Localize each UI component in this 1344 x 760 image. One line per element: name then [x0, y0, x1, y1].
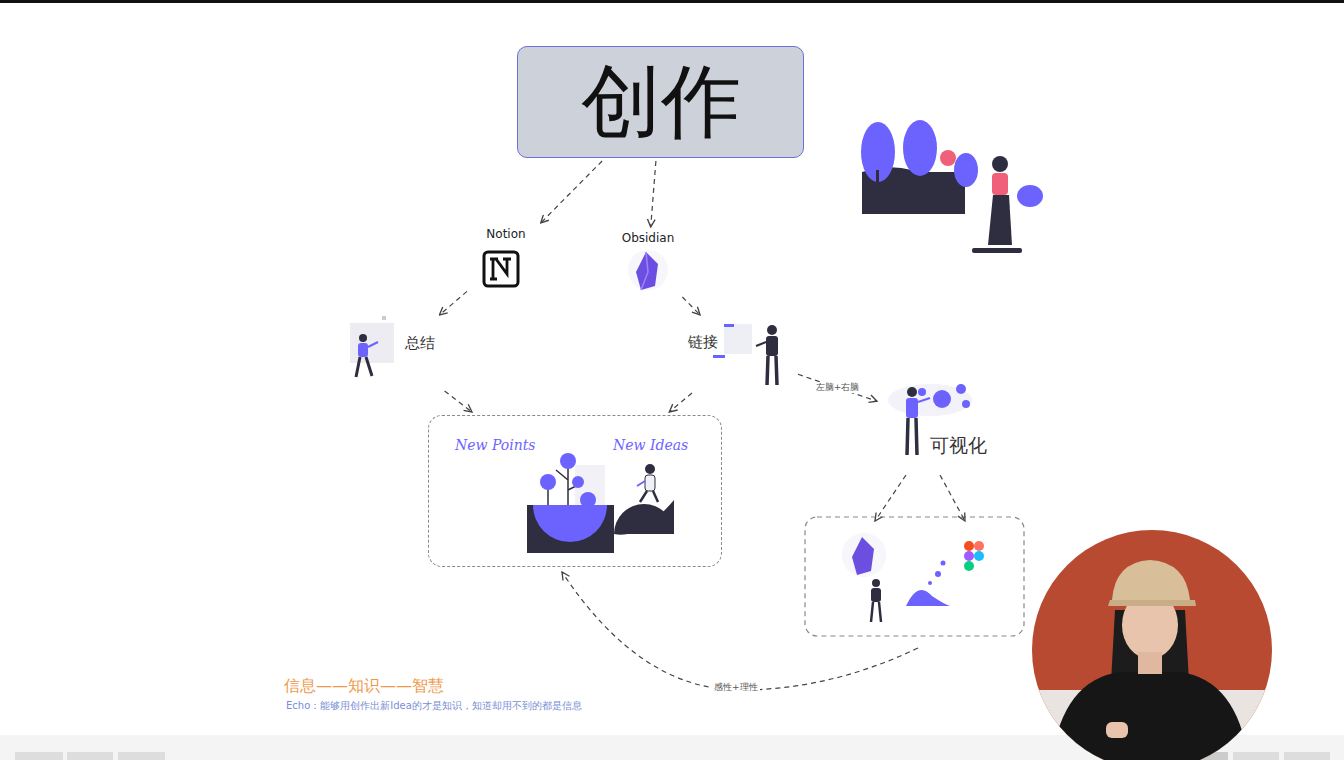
result-group: New Points New Ideas [428, 415, 722, 567]
node-text: 创作 [581, 56, 741, 148]
connector [798, 374, 877, 401]
person-screen-figure [713, 324, 778, 385]
webcam-speaker [1030, 528, 1275, 760]
frame-edge [0, 0, 1344, 3]
step-node: 总结 [345, 318, 445, 388]
branch-arrow [940, 475, 965, 521]
title-box: 创作 [517, 46, 804, 158]
return-arrow [562, 572, 918, 690]
connector [445, 391, 472, 412]
node-text: New Ideas [613, 437, 688, 453]
flowers-figure [527, 453, 674, 553]
node-text: Notion [486, 228, 525, 242]
node-text: 可视化 [930, 435, 987, 457]
player-button [118, 752, 165, 760]
node-text: Obsidian [622, 232, 675, 246]
footer-heading: 信息——知识——智慧 [282, 676, 446, 695]
player-button [1284, 752, 1330, 760]
trees-figure [861, 120, 1043, 253]
edge-label: 左脑+右脑 [814, 382, 862, 393]
node-text: 链接 [688, 334, 718, 351]
figma-icon [906, 541, 984, 606]
connector [541, 161, 602, 223]
connector [669, 393, 692, 412]
edge-note: 感性+理性 [712, 682, 760, 693]
player-button [1233, 752, 1279, 760]
player-button [67, 752, 113, 760]
obsidian-icon [628, 250, 668, 290]
obsidian-person-figure [842, 533, 886, 622]
connector [682, 297, 700, 315]
tool-group-frame [805, 517, 1024, 636]
connector [651, 161, 656, 227]
person-board-figure [350, 316, 394, 377]
step-node: 链接 [682, 318, 795, 390]
node-text: New Points [455, 437, 536, 453]
branch-arrow [875, 475, 906, 521]
node-text: 总结 [405, 335, 435, 352]
connector [439, 291, 467, 315]
footer-note: Echo：能够用创作出新Idea的才是知识，知道却用不到的都是信息 [284, 700, 584, 712]
player-button [15, 752, 63, 760]
tool-node: Obsidian [610, 230, 686, 294]
notion-icon [484, 252, 518, 286]
step-node: 可视化 [880, 378, 1002, 468]
tool-node: Notion [470, 226, 542, 290]
